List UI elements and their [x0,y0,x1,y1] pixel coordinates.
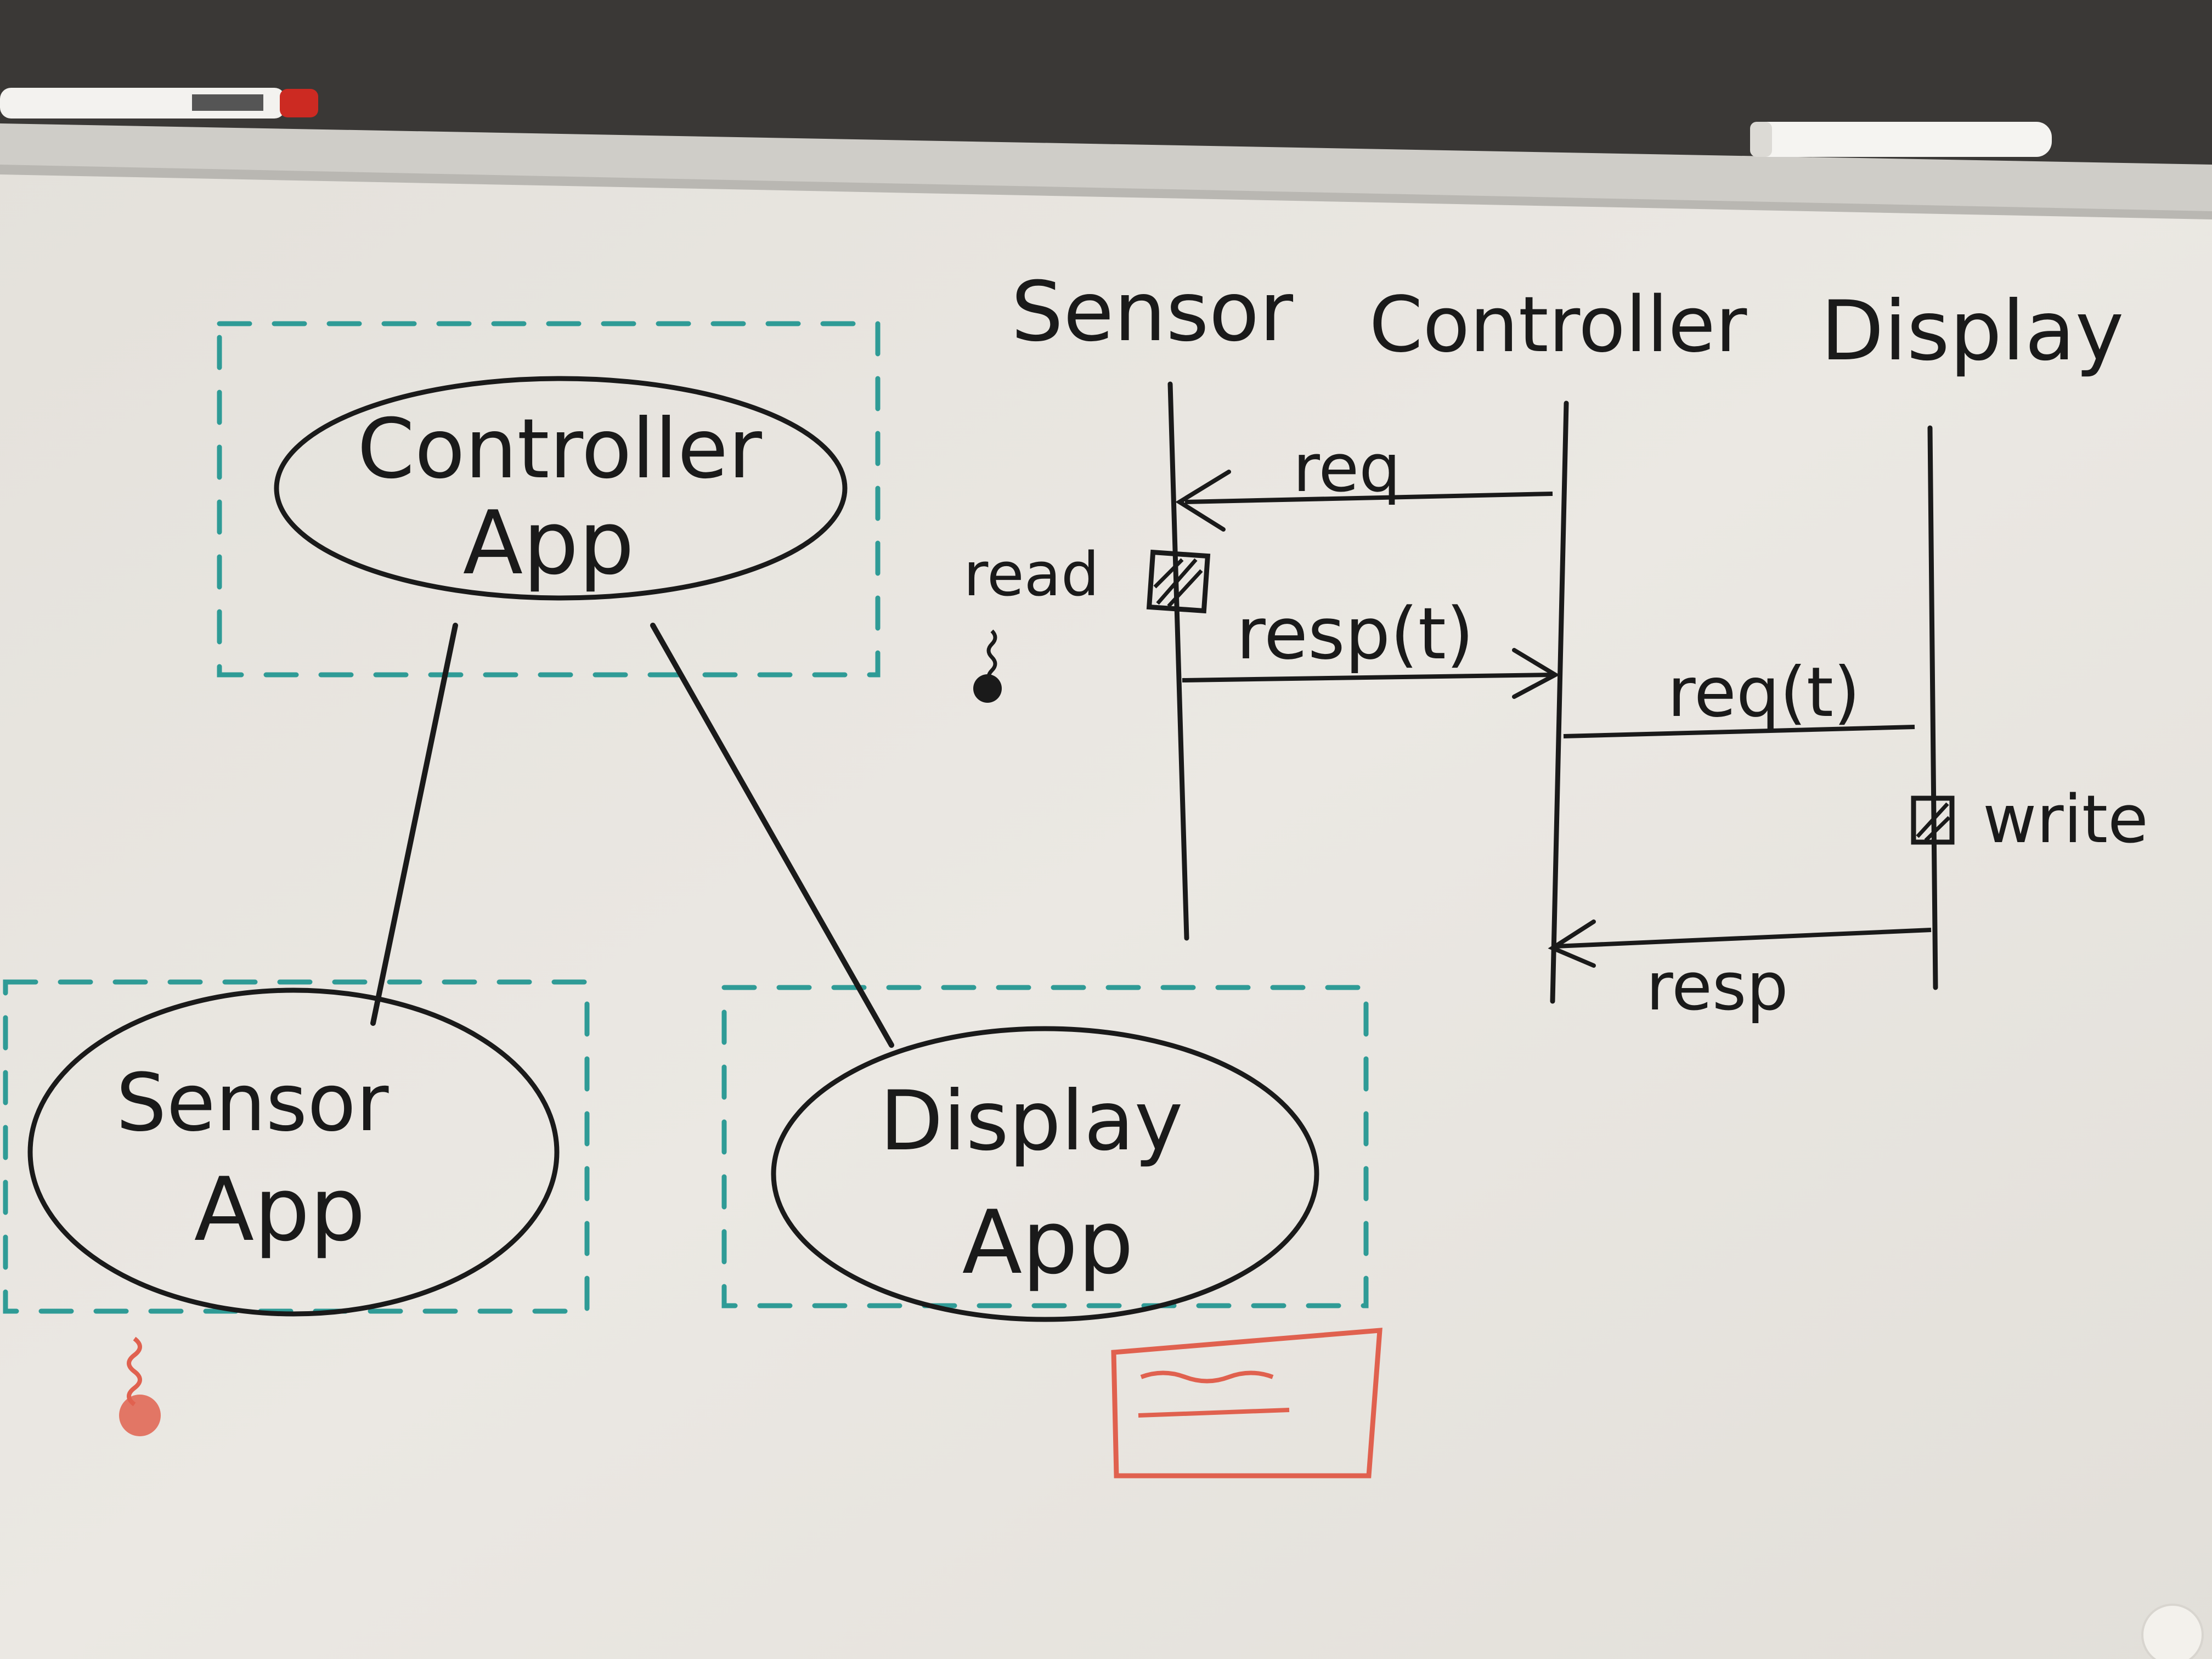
arrowhead-resp [1548,919,1596,968]
participant-display: Display [1821,284,2124,379]
message-req-t-label: req(t) [1667,653,1860,732]
lifeline-controller [1550,400,1569,1004]
display-boundary [721,985,1369,1308]
sensor-app-label-line2: App [194,1158,366,1261]
display-sketch-icon [1111,1328,1383,1479]
message-req-t-line [1563,725,1915,738]
whiteboard-frame-top [0,123,2212,217]
message-resp-t-label: resp(t) [1236,592,1474,675]
controller-app-label-line2: App [463,492,635,594]
activation-write-label: write [1983,782,2148,858]
board-magnet [2141,1604,2204,1659]
participant-controller: Controller [1369,280,1747,370]
activation-read [1146,549,1211,614]
marker-pen-icon[interactable] [0,88,318,119]
message-req-label: req [1293,431,1401,507]
lifeline-sensor [1167,381,1189,941]
controller-boundary [217,321,881,678]
sensor-boundary [3,979,590,1314]
thermometer-icon [973,629,1002,703]
display-app-label-line2: App [962,1191,1134,1294]
message-resp-label: resp [1646,949,1788,1025]
message-resp-arrow [1555,928,1932,949]
message-req-arrow [1184,492,1553,504]
display-app-label-line1: Display [880,1074,1183,1169]
activation-write [1911,795,1955,845]
arrowhead-resp-t [1512,648,1560,699]
display-app-node[interactable]: Display App [771,1026,1319,1322]
activation-read-label: read [963,539,1099,610]
controller-to-sensor-link [370,623,458,1026]
controller-app-label-line1: Controller [357,402,762,497]
white-marker-pen-icon[interactable] [1750,122,2052,157]
controller-to-display-link [650,623,894,1048]
whiteboard-surface [0,137,2212,1659]
whiteboard-frame-lip [0,165,2212,219]
sensor-app-node[interactable]: Sensor App [27,988,560,1317]
red-thermometer-icon [119,1336,161,1436]
message-resp-t-arrow [1182,673,1553,682]
sensor-app-label-line1: Sensor [116,1057,388,1149]
participant-sensor: Sensor [1011,264,1293,360]
lifeline-display [1927,425,1938,990]
controller-app-node[interactable]: Controller App [274,376,848,601]
arrowhead-req [1175,470,1231,532]
